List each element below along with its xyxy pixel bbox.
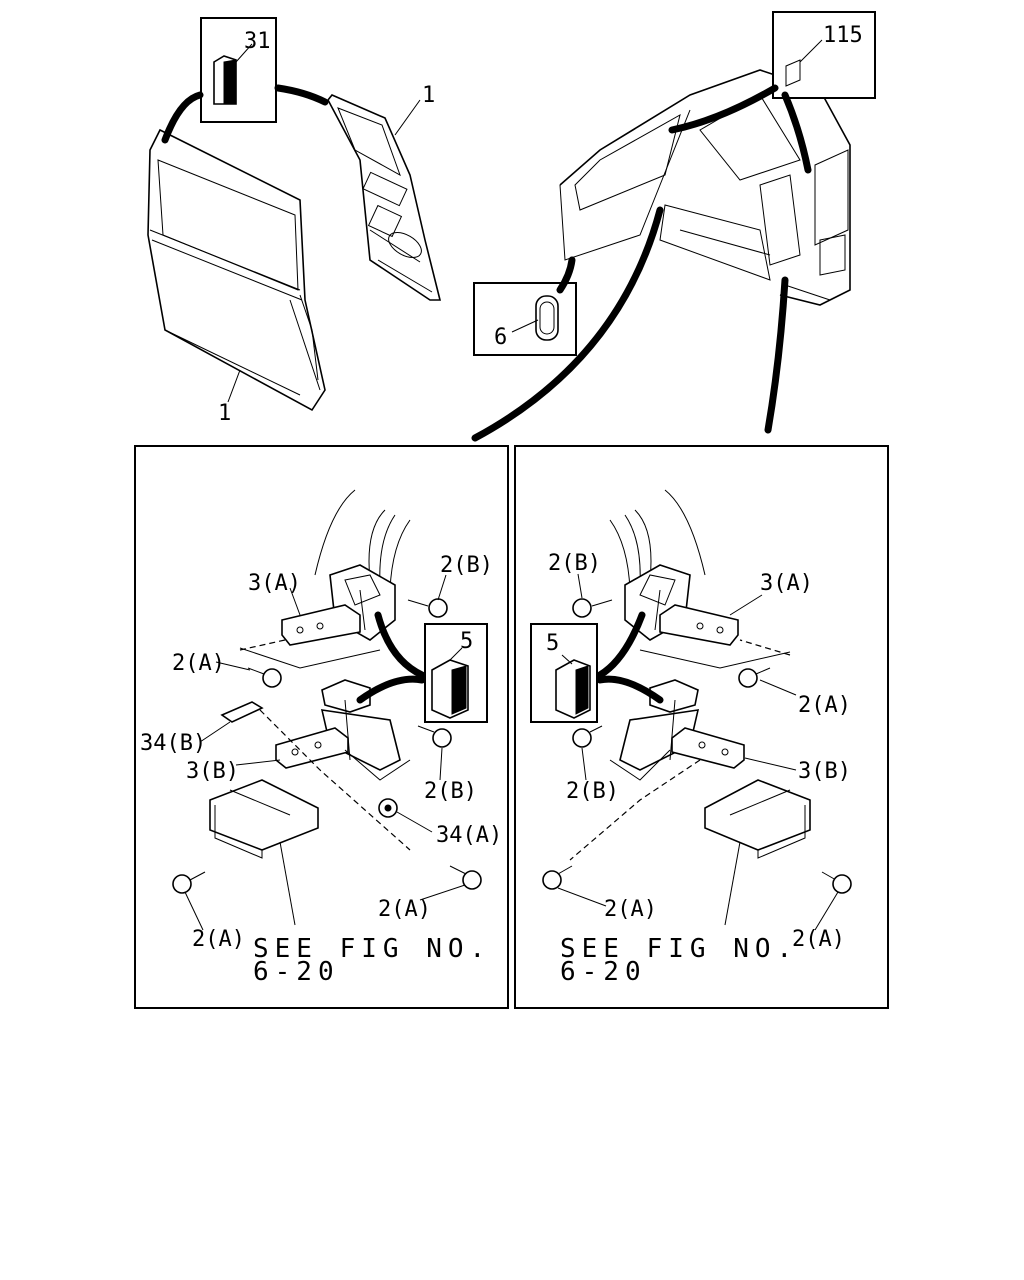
right-label-3b: 3(B)	[798, 759, 851, 784]
left-label-2a-mid: 2(A)	[172, 651, 225, 676]
callout-box-6: 6	[473, 282, 577, 356]
left-label-3a: 3(A)	[248, 571, 301, 596]
right-label-2a-bottom: 2(A)	[792, 927, 845, 952]
left-label-3b: 3(B)	[186, 759, 239, 784]
left-label-34a: 34(A)	[436, 823, 502, 848]
bolt-2b-lower-left	[417, 725, 452, 748]
left-see-fig-line2: 6-20	[253, 957, 340, 987]
left-see-fig-line1: SEE FIG NO.	[253, 934, 491, 964]
callout-box-115: 115	[772, 11, 876, 99]
door-inner-panel	[327, 94, 442, 301]
left-label-2b-top: 2(B)	[440, 553, 493, 578]
right-see-fig-line2: 6-20	[560, 957, 647, 987]
right-label-2a-mid: 2(A)	[798, 693, 851, 718]
right-label-2b-bottom: 2(B)	[566, 779, 619, 804]
right-label-5: 5	[546, 631, 559, 656]
left-label-5: 5	[460, 629, 473, 654]
bolt-2a-bottom-right	[821, 871, 852, 894]
right-label-3a: 3(A)	[760, 571, 813, 596]
bolt-2a-left-right	[542, 865, 573, 890]
right-see-fig-line1: SEE FIG NO.	[560, 934, 798, 964]
right-label-2a-left: 2(A)	[604, 897, 657, 922]
right-hinge-panel: 2(B) 3(A) 5 2(A) 2(B) 3(B) 2(A) 2(A) SEE…	[514, 445, 889, 1009]
callout-box-31: 31	[200, 17, 277, 123]
callout-1-bottom: 1	[218, 401, 231, 426]
left-label-34b: 34(B)	[140, 731, 206, 756]
vehicle-body	[559, 69, 851, 306]
bolt-2a-mid-left	[247, 667, 282, 688]
bolt-2a-bottom-left	[172, 871, 206, 894]
bolt-2a-right-left	[449, 865, 482, 890]
callout-1-top: 1	[422, 83, 435, 108]
bolt-2b-lower-right	[572, 725, 603, 748]
callout-31: 31	[244, 29, 271, 54]
callout-6: 6	[494, 325, 507, 350]
left-label-2a-bottom: 2(A)	[192, 927, 245, 952]
left-hinge-panel: 3(A) 2(B) 5 2(A) 34(B) 3(B) 2(B) 34(A) 2…	[134, 445, 509, 1009]
bolt-2a-mid-right	[738, 667, 771, 688]
left-label-2a-right: 2(A)	[378, 897, 431, 922]
bolt-2b-upper-right	[572, 598, 613, 618]
left-label-2b-bottom: 2(B)	[424, 779, 477, 804]
right-label-2b-top: 2(B)	[548, 551, 601, 576]
sliding-door-outer	[147, 128, 326, 412]
callout-115: 115	[823, 23, 863, 48]
